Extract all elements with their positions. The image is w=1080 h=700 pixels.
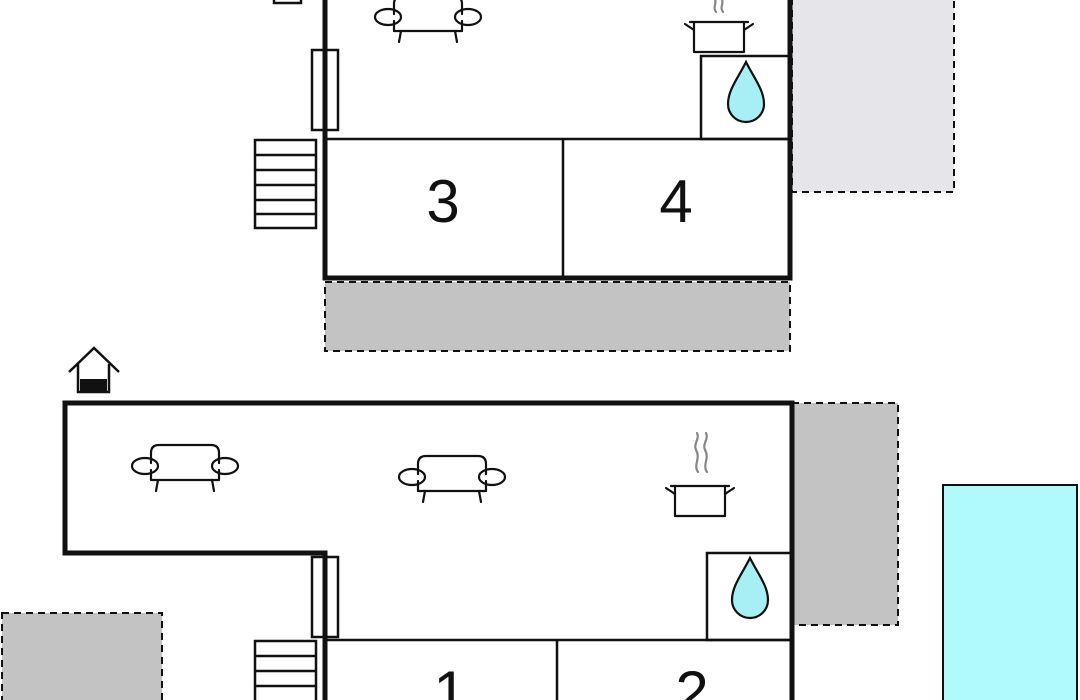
house-entrance-icon bbox=[68, 346, 120, 394]
upper-floor: 3 4 bbox=[253, 0, 793, 281]
window-icon bbox=[310, 555, 340, 639]
cooking-pot-icon bbox=[683, 0, 755, 54]
terrace-lower-left bbox=[1, 612, 163, 700]
swimming-pool bbox=[942, 484, 1078, 700]
cooking-pot-icon bbox=[664, 431, 736, 518]
sofa-icon bbox=[130, 443, 240, 493]
terrace-upper-right bbox=[791, 0, 955, 193]
water-drop-icon bbox=[730, 556, 770, 620]
bathroom-upper bbox=[699, 54, 792, 141]
sofa-icon bbox=[373, 0, 483, 44]
lower-floor: 1 2 bbox=[62, 346, 795, 700]
sofa-icon bbox=[397, 454, 507, 504]
water-drop-icon bbox=[726, 60, 766, 124]
window-icon bbox=[310, 48, 340, 132]
room-number-3: 3 bbox=[426, 168, 459, 235]
bathroom-lower bbox=[705, 551, 794, 642]
room-number-4: 4 bbox=[659, 168, 692, 235]
edge-marker bbox=[272, 0, 303, 5]
terrace-lower-right bbox=[791, 402, 899, 626]
room-number-1: 1 bbox=[433, 659, 466, 700]
lower-floor-walls bbox=[62, 400, 795, 700]
stairs-icon bbox=[253, 639, 318, 700]
room-number-2: 2 bbox=[675, 659, 708, 700]
terrace-upper-bottom bbox=[324, 281, 791, 352]
stairs-icon bbox=[253, 138, 318, 230]
